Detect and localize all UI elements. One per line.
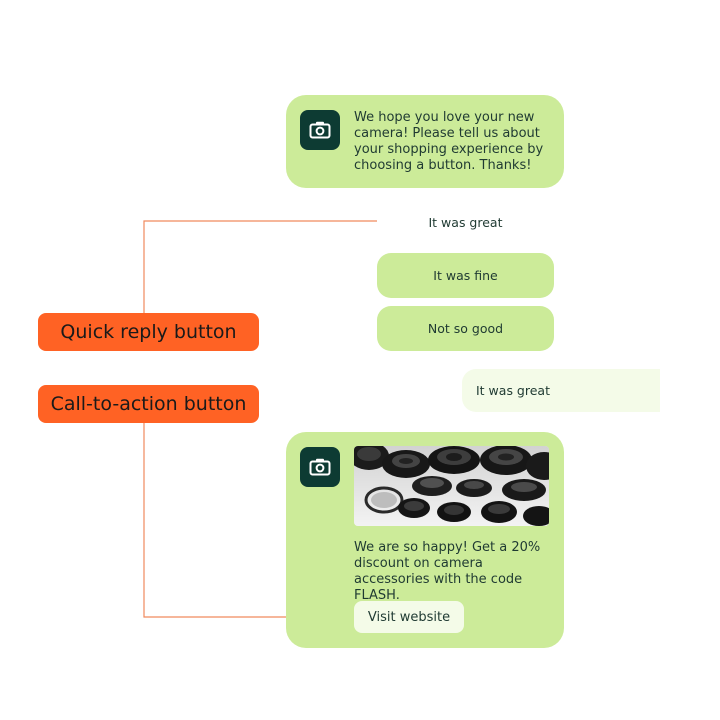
user-reply-bubble: It was great xyxy=(462,369,660,412)
call-to-action-label: Call-to-action button xyxy=(38,385,259,423)
camera-icon xyxy=(309,121,331,139)
quick-reply-not-so-good[interactable]: Not so good xyxy=(377,306,554,351)
camera-lenses-photo xyxy=(354,446,549,526)
message-text: We are so happy! Get a 20% discount on c… xyxy=(354,540,541,603)
avatar xyxy=(300,447,340,487)
quick-reply-label: Quick reply button xyxy=(38,313,259,351)
camera-lenses-image xyxy=(354,446,549,526)
avatar xyxy=(300,110,340,150)
quick-reply-it-was-great[interactable]: It was great xyxy=(428,214,503,230)
visit-website-button[interactable]: Visit website xyxy=(354,601,464,633)
camera-icon xyxy=(309,458,331,476)
message-bubble-top: We hope you love your new camera! Please… xyxy=(286,95,564,188)
message-bubble-bottom: We are so happy! Get a 20% discount on c… xyxy=(286,432,564,648)
user-reply-text: It was great xyxy=(476,383,550,398)
quick-reply-connector xyxy=(143,220,377,313)
quick-reply-it-was-fine[interactable]: It was fine xyxy=(377,253,554,298)
message-text: We hope you love your new camera! Please… xyxy=(354,110,544,173)
